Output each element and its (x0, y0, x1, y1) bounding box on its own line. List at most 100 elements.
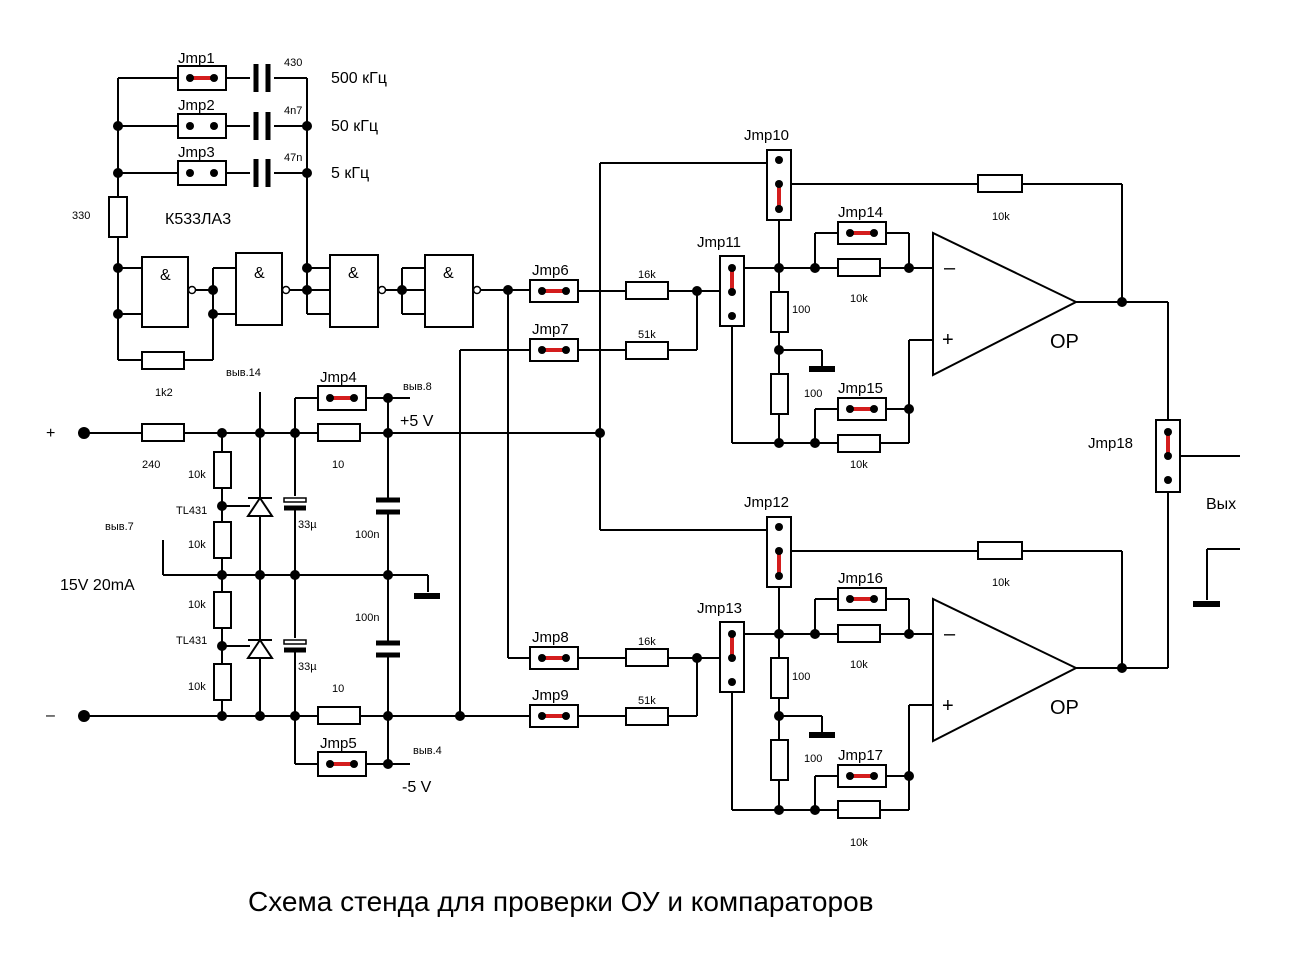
jmp2-jumper[interactable] (177, 113, 227, 139)
resistor-10k-gnd-bottom (837, 800, 881, 819)
r10k-fb-top-label: 10k (992, 211, 1010, 223)
jmp17-label: Jmp17 (838, 747, 883, 764)
resistor-51k-bottom (625, 707, 669, 726)
gate-2 (235, 252, 283, 326)
cap-33u-top (282, 496, 308, 511)
gate-1 (141, 256, 189, 328)
resistor-10k-3 (213, 591, 232, 629)
opamp-bottom: – + (932, 597, 1079, 743)
plus-terminal-label: + (46, 425, 55, 442)
r1k2-label: 1k2 (155, 387, 173, 399)
c33-top-label: 33µ (298, 519, 317, 531)
c100n-bottom-label: 100n (355, 612, 379, 624)
resistor-10k-2 (213, 521, 232, 559)
jmp10-label: Jmp10 (744, 127, 789, 144)
jmp2-label: Jmp2 (178, 97, 215, 114)
ic-label: К533ЛА3 (165, 211, 231, 228)
power-section: + – 240 10 +5 V выв.14 Jmp4 выв.8 выв.7 (46, 367, 605, 796)
cap-47n (250, 159, 274, 187)
resistor-10k-fb-bottom (977, 541, 1023, 560)
jmp6-label: Jmp6 (532, 262, 569, 279)
freq-50k: 50 кГц (331, 118, 378, 135)
gate-4-symbol: & (443, 265, 454, 282)
opamp-bottom-minus: – (944, 623, 956, 645)
supply-label: 15V 20mA (60, 577, 135, 594)
opamp-bottom-label: OP (1050, 697, 1079, 719)
resistor-16k-top (625, 281, 669, 300)
gate-1-symbol: & (160, 267, 171, 284)
resistor-10k-4 (213, 663, 232, 701)
cap-4n7 (250, 112, 274, 140)
resistor-1k2 (141, 351, 185, 370)
cap-100n-bottom (374, 640, 402, 658)
gate-4 (424, 254, 474, 328)
r100-bottom-b-label: 100 (804, 753, 822, 765)
gate-2-symbol: & (254, 265, 265, 282)
cap-100n-top (374, 497, 402, 515)
tl431-top (246, 496, 274, 517)
r10k-3-label: 10k (188, 599, 206, 611)
jmp7-label: Jmp7 (532, 321, 569, 338)
opamp-top: – + (932, 231, 1079, 377)
r51k-top-label: 51k (638, 329, 656, 341)
r10k-fb-bottom-label: 10k (992, 577, 1010, 589)
jmp4-label: Jmp4 (320, 369, 357, 386)
cap-value-4n7: 4n7 (284, 105, 302, 117)
gate-3-symbol: & (348, 265, 359, 282)
resistor-100-bottom-a (770, 657, 789, 699)
diagram-caption: Схема стенда для проверки ОУ и компарато… (248, 886, 874, 917)
pin14-label: выв.14 (226, 367, 261, 379)
tl431-bottom-label: TL431 (176, 635, 207, 647)
freq-500k: 500 кГц (331, 70, 387, 87)
r10-bottom-label: 10 (332, 683, 344, 695)
opamp-top-minus: – (944, 257, 956, 279)
minus-terminal-label: – (46, 707, 55, 724)
resistor-100-top-a (770, 291, 789, 333)
resistor-10k-in-top (837, 258, 881, 277)
plus5v-label: +5 V (400, 413, 434, 430)
jmp16-label: Jmp16 (838, 570, 883, 587)
r10k-in-top-label: 10k (850, 293, 868, 305)
jmp3-label: Jmp3 (178, 144, 215, 161)
resistor-100-top-b (770, 373, 789, 415)
resistor-330 (108, 196, 128, 238)
jmp18-label: Jmp18 (1088, 435, 1133, 452)
opamp-section: Jmp6 16k Jmp7 51k Jmp10 10k Jmp11 (459, 127, 1240, 849)
opamp-bottom-plus: + (942, 695, 954, 717)
jmp11-label: Jmp11 (697, 234, 741, 251)
jmp15-label: Jmp15 (838, 380, 883, 397)
gate-3 (329, 254, 379, 328)
r100-top-a-label: 100 (792, 304, 810, 316)
tl431-bottom (246, 638, 274, 659)
r100-top-b-label: 100 (804, 388, 822, 400)
jmp3-jumper[interactable] (177, 160, 227, 186)
opamp-top-plus: + (942, 329, 954, 351)
minus5v-label: -5 V (402, 779, 432, 796)
r100-bottom-a-label: 100 (792, 671, 810, 683)
r10k-gnd-bottom-label: 10k (850, 837, 868, 849)
r10k-1-label: 10k (188, 469, 206, 481)
resistor-240 (141, 423, 185, 442)
jmp5-label: Jmp5 (320, 735, 357, 752)
r10k-gnd-top-label: 10k (850, 459, 868, 471)
resistor-10k-fb-top (977, 174, 1023, 193)
freq-5k: 5 кГц (331, 165, 369, 182)
cap-33u-bottom (282, 638, 308, 653)
r10k-2-label: 10k (188, 539, 206, 551)
cap-430 (250, 64, 274, 92)
resistor-51k-top (625, 341, 669, 360)
pin4-label: выв.4 (413, 745, 442, 757)
c33-bottom-label: 33µ (298, 661, 317, 673)
jmp14-label: Jmp14 (838, 204, 883, 221)
r16k-bottom-label: 16k (638, 636, 656, 648)
resistor-100-bottom-b (770, 739, 789, 781)
pin8-label: выв.8 (403, 381, 432, 393)
oscillator-section: Jmp1 Jmp2 Jmp3 430 4n7 47n 500 кГц 50 кГ… (72, 50, 530, 399)
r330-label: 330 (72, 210, 90, 222)
resistor-10k-in-bottom (837, 624, 881, 643)
r10-top-label: 10 (332, 459, 344, 471)
resistor-10-bottom (317, 706, 361, 725)
cap-value-47n: 47n (284, 152, 302, 164)
jmp12-label: Jmp12 (744, 494, 789, 511)
